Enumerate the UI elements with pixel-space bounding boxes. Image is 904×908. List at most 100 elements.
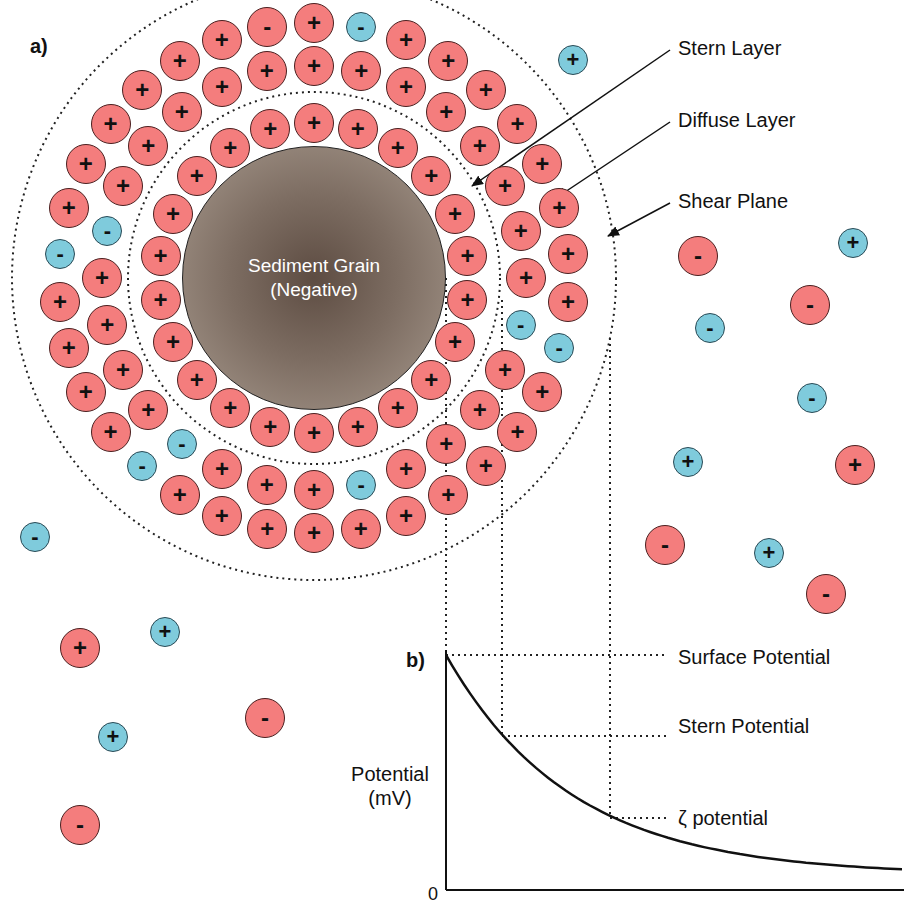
ion-sign: + bbox=[260, 517, 274, 541]
ion-sign: + bbox=[175, 100, 189, 124]
cation: - bbox=[806, 574, 846, 614]
ion-sign: - bbox=[694, 244, 702, 268]
ion-sign: + bbox=[141, 134, 155, 158]
shear-plane-circle bbox=[12, 0, 616, 580]
cation: + bbox=[91, 104, 131, 144]
ion-sign: + bbox=[399, 457, 413, 481]
ion-sign: + bbox=[307, 421, 321, 445]
cation: - bbox=[790, 285, 830, 325]
cation: + bbox=[87, 305, 127, 345]
cation: - bbox=[247, 7, 287, 47]
ion-sign: + bbox=[223, 396, 237, 420]
ion-sign: - bbox=[263, 15, 271, 39]
cation: + bbox=[466, 70, 506, 110]
anion: - bbox=[506, 310, 536, 340]
ion-sign: + bbox=[215, 75, 229, 99]
anion: - bbox=[20, 522, 50, 552]
cation: - bbox=[60, 805, 100, 845]
ion-sign: + bbox=[263, 117, 277, 141]
cation: + bbox=[386, 496, 426, 536]
cation: + bbox=[548, 282, 588, 322]
cation: + bbox=[162, 92, 202, 132]
anion: + bbox=[98, 722, 128, 752]
ion-sign: + bbox=[561, 290, 575, 314]
cation: + bbox=[247, 509, 287, 549]
cation: + bbox=[378, 388, 418, 428]
cation: + bbox=[447, 236, 487, 276]
cation: + bbox=[103, 166, 143, 206]
cation: + bbox=[177, 156, 217, 196]
ion-sign: + bbox=[166, 202, 180, 226]
cation: + bbox=[202, 496, 242, 536]
cation: + bbox=[411, 156, 451, 196]
ion-sign: + bbox=[473, 398, 487, 422]
x-axis bbox=[446, 889, 904, 891]
ion-sign: - bbox=[104, 220, 111, 242]
cation: + bbox=[160, 41, 200, 81]
cation: + bbox=[40, 282, 80, 322]
ion-sign: + bbox=[535, 152, 549, 176]
stern-layer-circle bbox=[128, 92, 500, 464]
cation: + bbox=[49, 328, 89, 368]
ion-sign: + bbox=[62, 196, 76, 220]
sediment-grain: Sediment Grain (Negative) bbox=[182, 146, 446, 410]
anion: - bbox=[544, 333, 574, 363]
ion-sign: + bbox=[498, 174, 512, 198]
cation: + bbox=[428, 41, 468, 81]
cation: + bbox=[460, 126, 500, 166]
cation: + bbox=[122, 70, 162, 110]
guide-line bbox=[446, 654, 668, 656]
cation: + bbox=[153, 322, 193, 362]
ion-sign: + bbox=[307, 11, 321, 35]
ion-sign: + bbox=[519, 266, 533, 290]
ion-sign: - bbox=[139, 455, 146, 477]
ion-sign: + bbox=[100, 313, 114, 337]
cation: - bbox=[645, 525, 685, 565]
ion-sign: + bbox=[424, 164, 438, 188]
cation: + bbox=[411, 360, 451, 400]
ion-sign: + bbox=[307, 54, 321, 78]
ion-sign: + bbox=[215, 457, 229, 481]
ion-sign: + bbox=[479, 78, 493, 102]
ion-sign: + bbox=[552, 196, 566, 220]
cation: + bbox=[153, 194, 193, 234]
ion-sign: + bbox=[116, 174, 130, 198]
ion-sign: - bbox=[517, 314, 524, 336]
ion-sign: - bbox=[357, 16, 364, 38]
anion: - bbox=[797, 383, 827, 413]
potential-curve bbox=[446, 655, 902, 869]
cation: + bbox=[386, 67, 426, 107]
ion-sign: + bbox=[351, 117, 365, 141]
cation: + bbox=[141, 280, 181, 320]
cation: + bbox=[103, 350, 143, 390]
ion-sign: + bbox=[79, 152, 93, 176]
cation: + bbox=[386, 20, 426, 60]
ion-sign: - bbox=[358, 474, 365, 496]
ion-sign: + bbox=[154, 288, 168, 312]
ion-sign: + bbox=[354, 517, 368, 541]
ion-sign: + bbox=[763, 542, 776, 564]
ion-sign: + bbox=[399, 504, 413, 528]
ion-sign: + bbox=[103, 420, 117, 444]
cation: + bbox=[49, 188, 89, 228]
cation: + bbox=[485, 350, 525, 390]
cation: + bbox=[466, 446, 506, 486]
cation: + bbox=[378, 128, 418, 168]
ion-sign: + bbox=[107, 726, 120, 748]
ion-sign: + bbox=[441, 49, 455, 73]
guide-line bbox=[502, 735, 668, 737]
ion-sign: - bbox=[806, 293, 814, 317]
cation: + bbox=[294, 413, 334, 453]
ion-sign: + bbox=[479, 454, 493, 478]
anion: - bbox=[127, 451, 157, 481]
cation: + bbox=[82, 258, 122, 298]
ion-sign: - bbox=[706, 317, 713, 339]
ion-sign: + bbox=[260, 473, 274, 497]
ion-sign: + bbox=[510, 112, 524, 136]
ion-sign: + bbox=[848, 453, 862, 477]
cation: + bbox=[426, 424, 466, 464]
ion-sign: + bbox=[260, 59, 274, 83]
axis-tick: 0 bbox=[428, 884, 438, 906]
anion: - bbox=[167, 429, 197, 459]
ion-sign: - bbox=[56, 243, 63, 265]
